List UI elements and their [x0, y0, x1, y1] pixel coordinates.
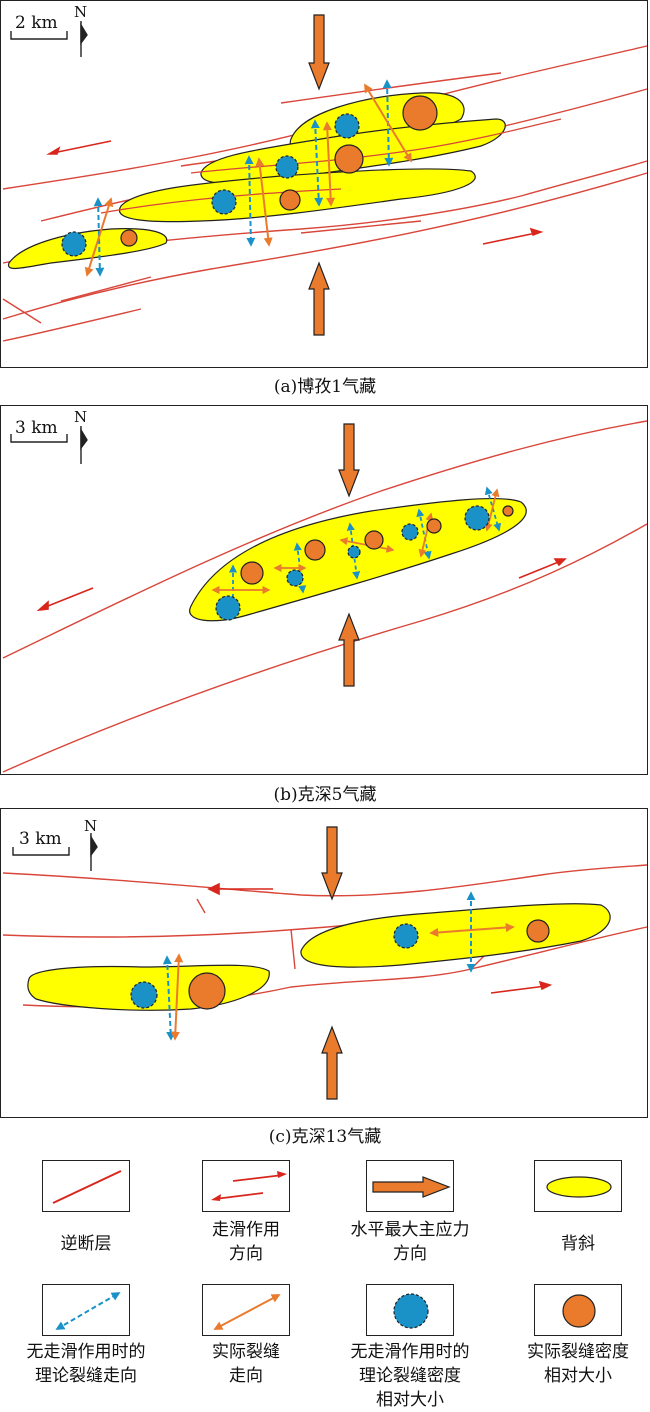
- strike-slip-arrows: [46, 140, 544, 245]
- scale-bar: [10, 31, 68, 40]
- north-arrow-icon: [80, 426, 88, 464]
- legend-actual-strike-icon: [202, 1284, 290, 1336]
- fracture-strike-arrows: [84, 79, 412, 277]
- map-b-drawing: [2, 420, 648, 773]
- legend-label-anticline: 背斜: [493, 1232, 650, 1256]
- legend-label-theory-strike: 无走滑作用时的 理论裂缝走向: [1, 1340, 171, 1388]
- legend-actual-density-icon: [534, 1284, 622, 1336]
- legend-text: 逆断层: [60, 1234, 112, 1254]
- legend-max-stress-icon: [366, 1160, 454, 1212]
- legend-text: 实际裂缝密度 相对大小: [527, 1342, 629, 1386]
- legend-anticline-icon: [534, 1160, 622, 1212]
- north-label: N: [84, 817, 98, 835]
- caption-b: (b)克深5气藏: [273, 785, 377, 805]
- legend-label-strike-slip: 走滑作用 方向: [161, 1218, 331, 1266]
- map-panel-b: 3 km N: [0, 405, 648, 775]
- legend-strike-slip-icon: [202, 1160, 290, 1212]
- legend-thrust-fault-icon: [42, 1160, 130, 1212]
- max-stress-arrows: [321, 826, 343, 1100]
- legend-label-max-stress: 水平最大主应力 方向: [325, 1218, 495, 1266]
- max-stress-arrows: [308, 14, 330, 336]
- legend-label-actual-strike: 实际裂缝 走向: [161, 1340, 331, 1388]
- scale-label: 2 km: [15, 13, 58, 33]
- legend-text: 水平最大主应力 方向: [350, 1220, 470, 1264]
- scale-bar: [10, 434, 68, 443]
- legend-label-thrust-fault: 逆断层: [1, 1232, 171, 1256]
- north-arrow-icon: [90, 833, 98, 871]
- max-stress-arrows: [338, 423, 360, 687]
- scale-bar: [12, 847, 70, 856]
- legend-text: 无走滑作用时的 理论裂缝走向: [26, 1342, 146, 1386]
- map-panel-c: 3 km N: [0, 808, 648, 1118]
- legend-label-actual-density: 实际裂缝密度 相对大小: [493, 1340, 650, 1388]
- scale-label: 3 km: [19, 829, 62, 849]
- legend-label-theory-density: 无走滑作用时的 理论裂缝密度 相对大小: [325, 1340, 495, 1412]
- caption-a: (a)博孜1气藏: [273, 377, 377, 397]
- strike-slip-arrows: [207, 882, 553, 994]
- scale-label: 3 km: [15, 418, 58, 438]
- legend-theory-strike-icon: [42, 1284, 130, 1336]
- strike-slip-arrows: [36, 558, 567, 612]
- legend-theory-density-icon: [366, 1284, 454, 1336]
- north-label: N: [74, 408, 88, 426]
- caption-c: (c)克深13气藏: [268, 1127, 382, 1147]
- fracture-strike-arrows: [162, 891, 515, 1041]
- density-circles: [61, 95, 438, 257]
- map-panel-a: 2 km N: [0, 0, 648, 368]
- density-circles: [215, 505, 514, 621]
- fault-lines: [2, 420, 648, 773]
- legend-text: 无走滑作用时的 理论裂缝密度 相对大小: [350, 1342, 470, 1410]
- legend-text: 实际裂缝 走向: [212, 1342, 280, 1386]
- density-circles: [130, 919, 550, 1010]
- map-c-drawing: [2, 826, 648, 1100]
- north-label: N: [74, 3, 88, 21]
- north-arrow-icon: [80, 21, 88, 57]
- map-a-drawing: [2, 14, 648, 342]
- fracture-strike-arrows: [211, 486, 502, 620]
- legend-text: 背斜: [561, 1234, 595, 1254]
- legend-text: 走滑作用 方向: [212, 1220, 280, 1264]
